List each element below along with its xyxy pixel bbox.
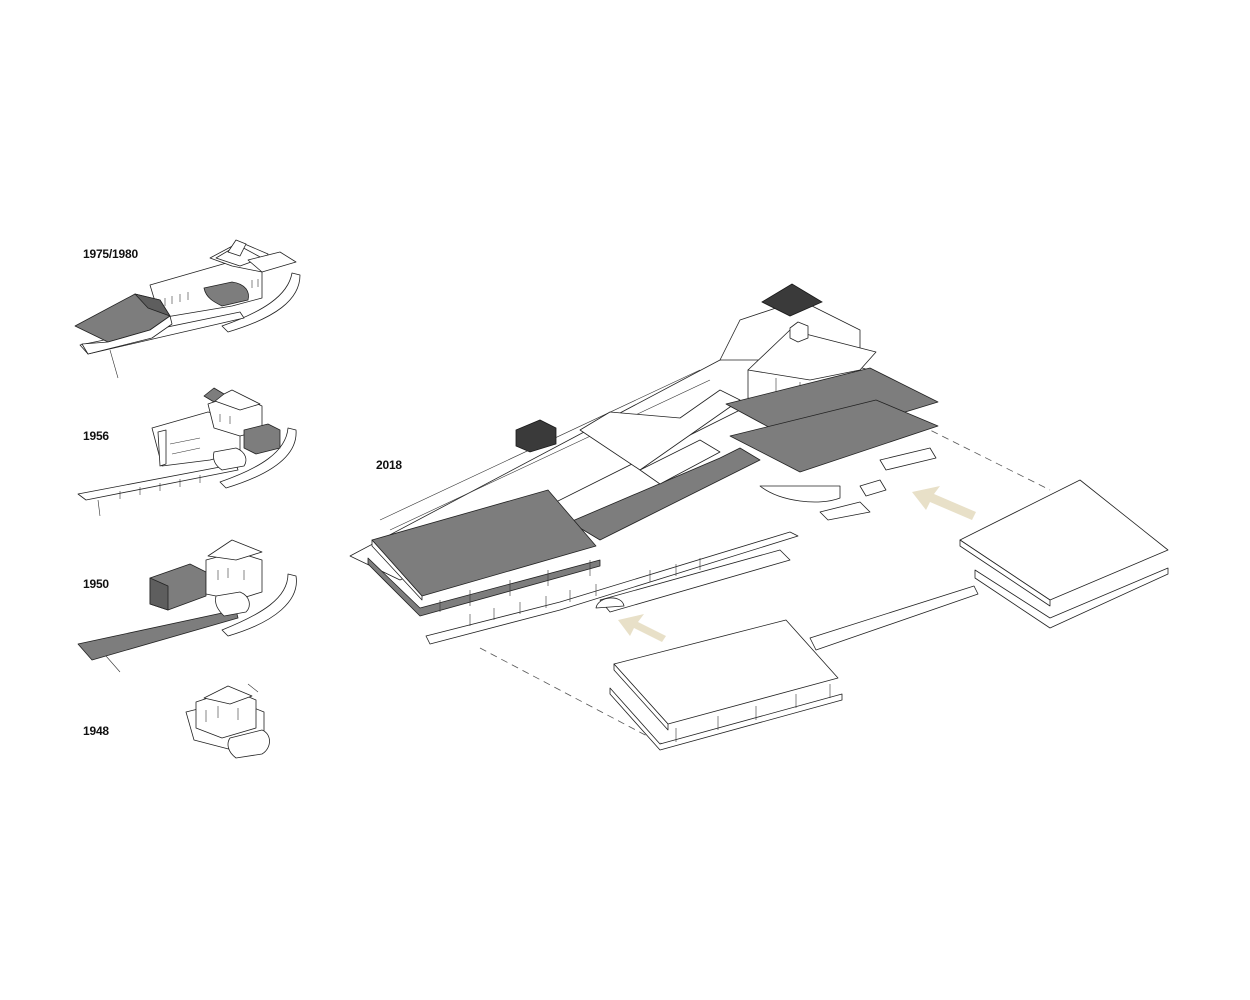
- lower-terrace: [425, 531, 799, 645]
- chimney-block: [515, 419, 557, 453]
- roof-1950: [207, 539, 263, 561]
- phase-label-1948: 1948: [83, 724, 109, 738]
- terrace-1956: [219, 427, 297, 489]
- axo-1948: [185, 683, 270, 759]
- roof-1948: [203, 685, 253, 705]
- tower-1975: [227, 239, 247, 257]
- chimney-top: [761, 283, 823, 317]
- connector-corridor: [569, 447, 761, 541]
- arrow-icon-left: [618, 614, 666, 642]
- slab-right-lower: [729, 399, 939, 473]
- wing-1956: [243, 423, 281, 455]
- phase-label-1956: 1956: [83, 429, 109, 443]
- arrow-icon-right: [912, 486, 976, 520]
- semicircle-terrace: [595, 597, 625, 609]
- wall-1956: [77, 463, 239, 501]
- phase-label-1950: 1950: [83, 577, 109, 591]
- link-bridge: [809, 585, 979, 651]
- phase-label-1975-1980: 1975/1980: [83, 247, 138, 261]
- terrace-1950: [221, 573, 297, 637]
- site-boundary-2: [909, 419, 1051, 491]
- terrace-1975: [221, 272, 301, 333]
- tower-roof: [747, 329, 877, 381]
- axo-1956: [77, 387, 297, 517]
- pavilion-front-lower: [609, 687, 843, 751]
- pavilion-right-lower: [974, 567, 1169, 629]
- axo-1975-1980: [74, 239, 301, 379]
- wall-1950: [77, 609, 239, 661]
- roof-1956: [211, 389, 261, 411]
- main-label-2018: 2018: [376, 458, 402, 472]
- curved-volume-1975: [203, 281, 249, 307]
- axo-2018: [349, 283, 1169, 751]
- axo-1950: [77, 539, 297, 673]
- chimney-1956: [203, 387, 225, 403]
- slab-left-lower: [367, 557, 601, 617]
